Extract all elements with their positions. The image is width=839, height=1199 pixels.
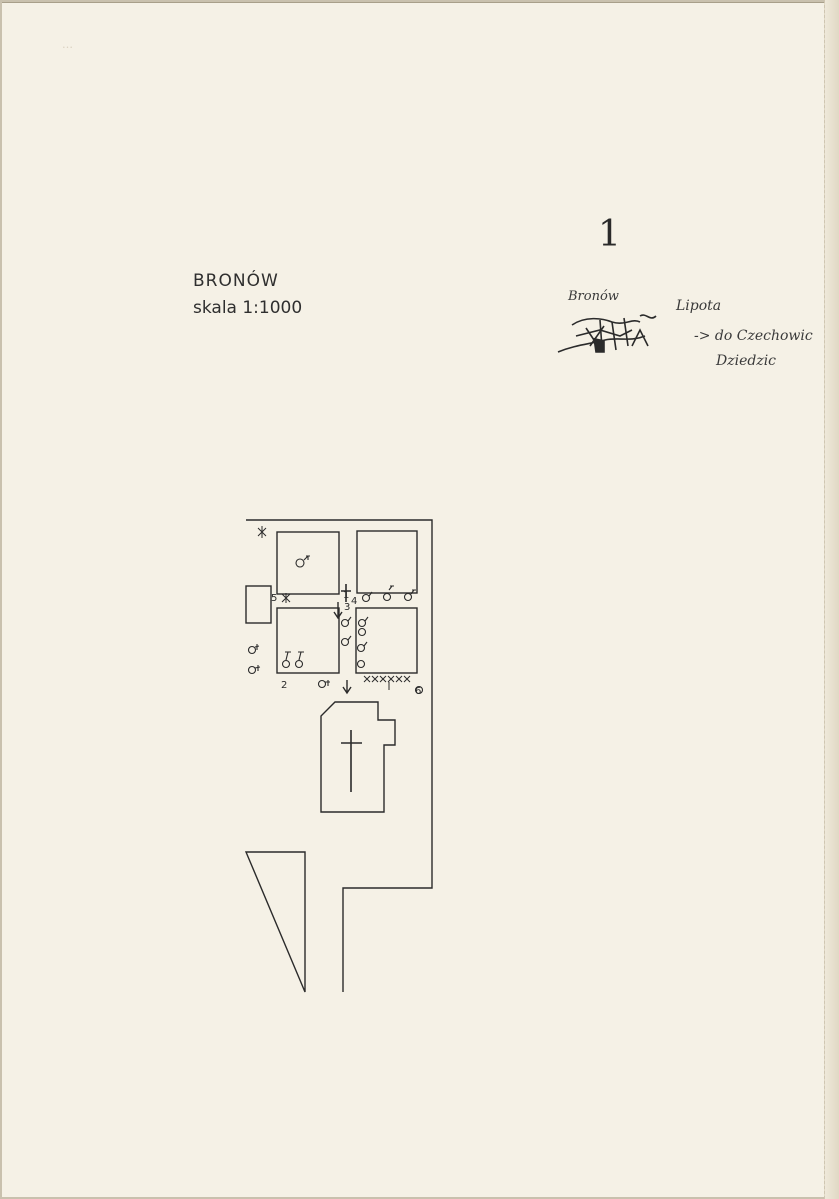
sketch-label-road: Dziedzic — [716, 353, 777, 369]
plan-marker-6: 6 — [415, 686, 421, 697]
quarter-ne — [356, 530, 418, 594]
plan-marker-2: 2 — [281, 680, 287, 691]
sketch-label-direction: -> do Czechowic — [694, 328, 813, 344]
quarter-nw — [276, 531, 340, 595]
location-sketch-map — [557, 314, 657, 353]
sketch-label-village: Bronów — [568, 289, 619, 304]
small-building — [245, 585, 272, 624]
shrub-symbols — [257, 526, 411, 690]
sheet-number: 1 — [598, 214, 621, 255]
cemetery-boundary — [244, 519, 433, 993]
place-name: BRONÓW — [193, 271, 279, 291]
plan-marker-5: 5 — [271, 593, 277, 604]
sketch-label-neighbour: Lipota — [676, 298, 722, 314]
arrow-marker — [333, 602, 343, 620]
scale-label: skala 1:1000 — [193, 298, 303, 318]
quarter-sw — [276, 607, 340, 674]
arrow-marker — [342, 680, 352, 695]
sheet-binding-edge — [824, 0, 839, 1199]
tree-symbols — [247, 555, 424, 695]
quarter-se — [355, 607, 418, 674]
chapel-building — [320, 701, 396, 813]
chapel-cross — [341, 730, 362, 792]
plan-marker-4: 4 — [351, 596, 357, 607]
faint-pencil-note: … — [62, 38, 73, 51]
plan-marker-1: 1 — [343, 590, 349, 601]
central-cross — [341, 584, 351, 602]
plan-marker-3: 3 — [344, 602, 350, 613]
